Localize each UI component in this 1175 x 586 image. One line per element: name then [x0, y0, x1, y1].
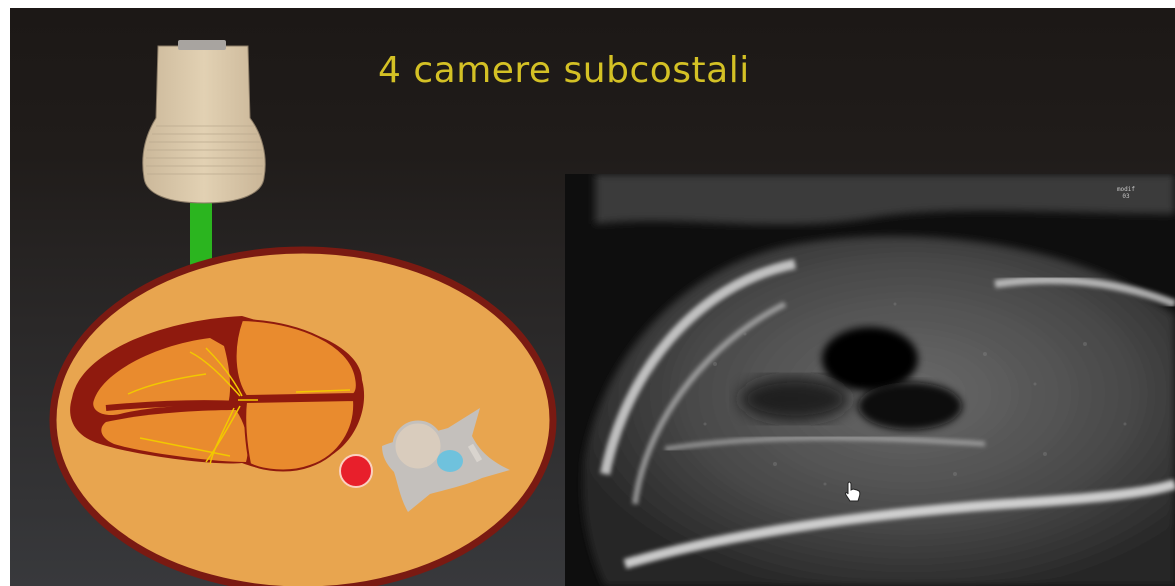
- depth-label-line2: 03: [1117, 193, 1135, 200]
- ultrasound-depth-label: modif 03: [1117, 186, 1135, 200]
- presentation-slide: 4 camere subcostali: [10, 8, 1175, 586]
- ultrasound-scan: [565, 174, 1175, 586]
- ultrasound-probe-icon: [143, 40, 265, 203]
- aorta: [340, 455, 372, 487]
- hand-pointer-cursor-icon: [844, 481, 862, 503]
- subcostal-view-diagram: [10, 8, 570, 586]
- ultrasound-image: modif 03: [565, 174, 1175, 586]
- depth-label-line1: modif: [1117, 186, 1135, 193]
